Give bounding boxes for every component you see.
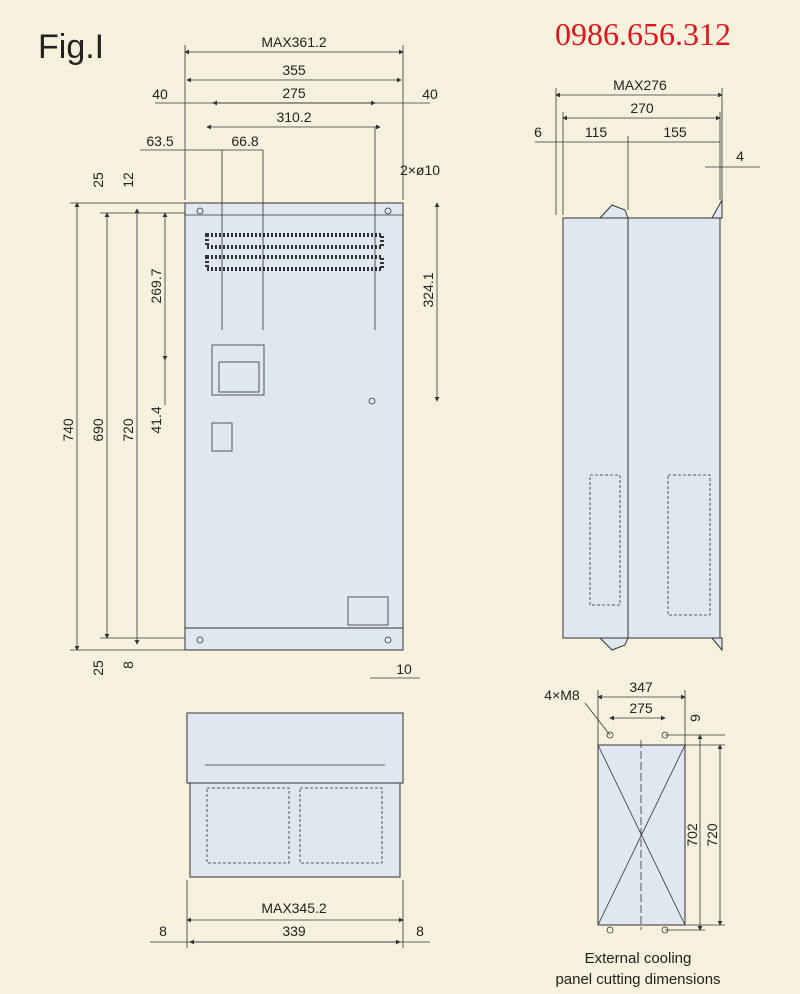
offset-66-label: 66.8	[231, 133, 258, 149]
cutout-347-label: 347	[629, 679, 653, 695]
bottom-dimensions: MAX345.2 339 8 8	[150, 880, 430, 948]
figure-title: Fig.I	[38, 28, 104, 66]
bottom-max-width-label: MAX345.2	[261, 900, 327, 916]
bottom-339-label: 339	[282, 923, 306, 939]
phone-number: 0986.656.312	[555, 16, 731, 52]
bottom-left-8-label: 8	[159, 923, 167, 939]
screws-label: 4×M8	[544, 687, 580, 703]
height-690-label: 690	[90, 418, 106, 442]
max-depth-label: MAX276	[613, 77, 667, 93]
depth-4-label: 4	[736, 148, 744, 164]
bottom-25-label: 25	[90, 660, 106, 676]
cutout-720-label: 720	[704, 823, 720, 847]
height-720-label: 720	[120, 418, 136, 442]
width-355-label: 355	[282, 62, 306, 78]
height-740-label: 740	[60, 418, 76, 442]
hole-span-label: 275	[282, 85, 306, 101]
cutout-caption-line1: External cooling	[585, 950, 692, 967]
bottom-right-8-label: 8	[416, 923, 424, 939]
bottom-view	[186, 712, 404, 878]
cutout-9-label: 9	[687, 714, 703, 722]
depth-155-label: 155	[663, 124, 687, 140]
margin-right-label: 40	[422, 86, 438, 102]
panel-cutout	[597, 731, 686, 934]
cutout-275-label: 275	[629, 700, 653, 716]
depth-115-label: 115	[585, 124, 608, 140]
holes-label: 2×ø10	[400, 162, 440, 178]
cutout-caption-line2: panel cutting dimensions	[555, 971, 720, 988]
top-25-label: 25	[90, 172, 106, 188]
front-view	[184, 127, 404, 651]
bottom-8-label: 8	[120, 661, 136, 669]
top-12-label: 12	[120, 172, 136, 188]
max-width-label: MAX361.2	[261, 34, 327, 50]
height-269-label: 269.7	[148, 268, 164, 303]
offset-63-label: 63.5	[146, 133, 173, 149]
margin-left-label: 40	[152, 86, 168, 102]
height-41-label: 41.4	[148, 406, 164, 433]
cutout-702-label: 702	[684, 823, 700, 847]
side-view	[562, 198, 723, 652]
bottom-10-label: 10	[396, 661, 412, 677]
side-dimensions: MAX276 270 6 115 155 4	[534, 77, 760, 215]
width-310-label: 310.2	[276, 109, 311, 125]
cutout-dimensions: 4×M8 347 275 9 702 720 External cooling …	[544, 679, 725, 988]
depth-6-label: 6	[534, 124, 542, 140]
depth-270-label: 270	[630, 100, 654, 116]
front-dimensions: MAX361.2 355 40 275 40 310.2 63.5 66.8 2…	[60, 34, 440, 679]
height-324-label: 324.1	[420, 272, 436, 307]
